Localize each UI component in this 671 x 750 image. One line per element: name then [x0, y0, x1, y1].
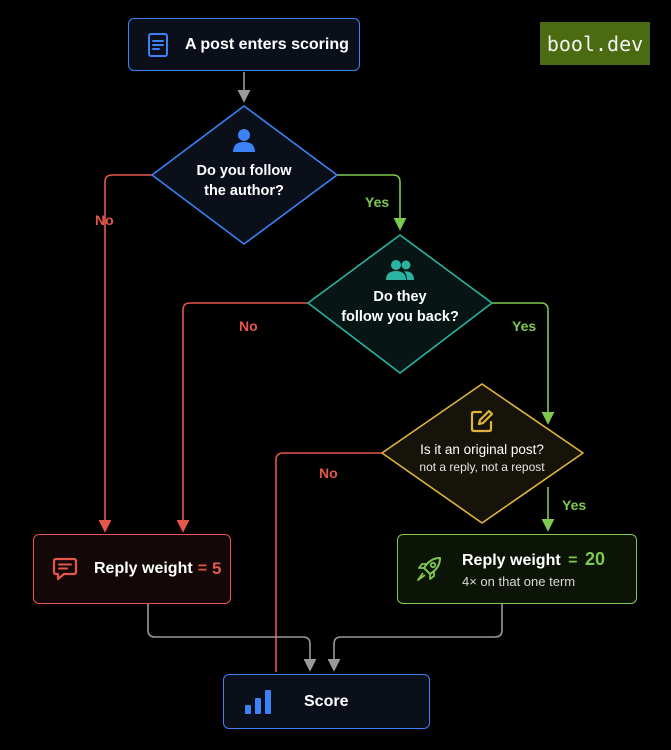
score-label: Score — [304, 692, 349, 710]
follow-back-question-line2: follow you back? — [341, 309, 459, 325]
reply-weight-high-value: 20 — [584, 549, 605, 569]
bar-chart-icon — [244, 689, 272, 715]
edit-icon — [469, 408, 495, 434]
score-node: Score — [223, 674, 430, 729]
original-subtext: not a reply, not a repost — [419, 460, 545, 474]
follow-question-line1: Do you follow — [196, 163, 292, 179]
reply-weight-high-node: Reply weight = 20 4× on that one term — [397, 534, 637, 604]
reply-weight-high-text: Reply weight = 20 4× on that one term — [462, 549, 605, 589]
brand-logo: bool.dev — [540, 22, 650, 65]
original-yes-label: Yes — [562, 497, 587, 513]
follow-decision: Do you follow the author? — [174, 127, 314, 201]
reply-weight-low-node: Reply weight = 5 — [33, 534, 231, 604]
reply-weight-high-note: 4× on that one term — [462, 574, 576, 589]
document-icon — [147, 32, 169, 58]
edge-follow-yes — [337, 174, 407, 231]
edge-follow-back-yes — [492, 302, 555, 425]
follow-back-diamond — [307, 234, 493, 374]
reply-weight-high-equals: = — [568, 552, 578, 569]
follow-diamond — [151, 105, 338, 245]
comment-icon — [52, 556, 78, 582]
follow-no-label: No — [95, 212, 114, 228]
original-no-label: No — [319, 465, 338, 481]
original-diamond — [381, 383, 584, 524]
reply-weight-low-value: 5 — [212, 559, 222, 578]
start-node: A post enters scoring — [128, 18, 360, 71]
reply-weight-low-equals: = — [197, 560, 208, 577]
follow-back-question-line1: Do they — [373, 289, 427, 305]
start-label: A post enters scoring — [185, 35, 349, 53]
brand-logo-text: bool.dev — [546, 31, 644, 56]
original-question: Is it an original post? — [420, 442, 544, 457]
users-icon — [385, 259, 415, 281]
original-decision: Is it an original post? not a reply, not… — [402, 408, 562, 474]
edge-low-to-score — [147, 604, 317, 672]
edge-follow-back-no — [176, 302, 308, 533]
follow-back-no-label: No — [239, 318, 258, 334]
edge-follow-no — [98, 174, 152, 533]
reply-weight-high-label: Reply weight — [462, 552, 561, 569]
rocket-icon — [414, 554, 444, 584]
follow-back-yes-label: Yes — [512, 318, 537, 334]
follow-yes-label: Yes — [365, 194, 390, 210]
user-icon — [231, 127, 257, 153]
edge-original-no — [275, 452, 382, 672]
follow-question-line2: the author? — [204, 183, 284, 199]
follow-back-decision: Do they follow you back? — [330, 259, 470, 327]
reply-weight-low-label: Reply weight — [94, 560, 193, 577]
edge-high-to-score — [327, 604, 503, 672]
